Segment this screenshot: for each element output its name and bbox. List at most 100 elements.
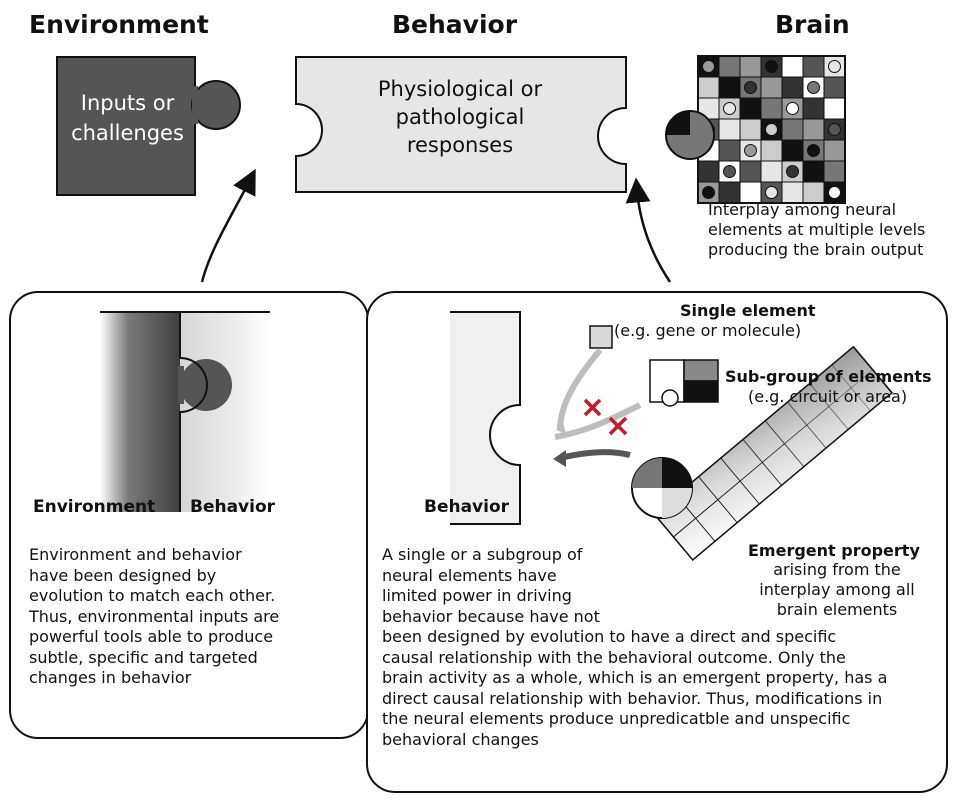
brain-grid-cell — [718, 76, 741, 99]
left-description-line: changes in behavior — [29, 668, 192, 687]
brain-grid-cell — [802, 160, 825, 183]
brain-grid-cell — [718, 118, 741, 141]
left-description-line: Thus, environmental inputs are — [29, 606, 280, 626]
brain-caption-line: producing the brain output — [708, 240, 924, 259]
emergent-grid-cell — [831, 345, 874, 389]
heading-behavior: Behavior — [392, 10, 518, 39]
red-cross-1 — [583, 398, 602, 417]
brain-grid-cell — [781, 55, 804, 78]
brain-grid-cell — [823, 97, 846, 120]
emergent-desc-line: brain elements — [776, 600, 898, 619]
brain-grid-cell — [781, 76, 804, 99]
emergent-arrow — [559, 449, 631, 461]
subgroup-example: (e.g. circuit or area) — [748, 387, 908, 406]
heading-environment: Environment — [29, 10, 209, 39]
brain-grid-cell — [739, 118, 762, 141]
environment-piece-text-line: Inputs or — [80, 91, 175, 115]
brain-grid-knob — [723, 165, 736, 178]
left-environment-label: Environment — [33, 497, 156, 517]
right-description-line: been designed by evolution to have a dir… — [382, 627, 837, 646]
brain-grid-cell — [802, 55, 825, 78]
brain-grid-knob — [828, 123, 841, 136]
environment-piece-text: Inputs or challenges — [60, 88, 195, 148]
brain-grid-cell — [802, 97, 825, 120]
brain-grid-knob — [807, 81, 820, 94]
environment-piece-text-line: challenges — [71, 121, 184, 145]
brain-grid-cell — [718, 55, 741, 78]
right-description-line: the neural elements produce unpredicatbl… — [382, 709, 851, 728]
left-description-line: evolution to match each other. — [29, 586, 276, 605]
brain-grid-knob — [786, 102, 799, 115]
right-behavior-label: Behavior — [424, 497, 510, 517]
emergent-grid-cell — [786, 382, 830, 426]
brain-grid-cell — [823, 139, 846, 162]
brain-grid-knob — [828, 60, 841, 73]
right-description-wide: been designed by evolution to have a dir… — [382, 627, 887, 750]
right-description-narrow: A single or a subgroup of neural element… — [382, 545, 600, 627]
emergent-title: Emergent property — [748, 541, 920, 560]
red-cross-2 — [608, 416, 628, 436]
single-element-piece — [589, 325, 613, 349]
brain-caption-line: elements at multiple levels — [708, 220, 926, 239]
environment-piece — [56, 56, 241, 196]
subgroup-arrow — [554, 402, 642, 440]
brain-grid-cell — [697, 76, 720, 99]
behavior-piece-text-line: responses — [406, 133, 514, 157]
single-element-title: Single element — [680, 301, 816, 320]
left-description-line: subtle, specific and targeted — [29, 647, 258, 667]
brain-grid-cell — [739, 97, 762, 120]
brain-grid-knob — [744, 144, 757, 157]
brain-caption: Interplay among neural elements at multi… — [708, 200, 925, 260]
brain-grid-knob — [765, 60, 778, 73]
single-element-arrow — [557, 348, 603, 431]
single-element-example: (e.g. gene or molecule) — [614, 321, 802, 340]
brain-grid-cell — [697, 160, 720, 183]
brain-side-knob-quarter — [666, 111, 690, 135]
right-description-line: neural elements have — [382, 565, 557, 585]
brain-grid-cell — [718, 139, 741, 162]
brain-grid-cell — [760, 160, 783, 183]
brain-grid-cell — [760, 139, 783, 162]
right-description-line: causal relationship with the behavioral … — [382, 647, 846, 667]
heading-brain: Brain — [775, 10, 850, 39]
right-description-line: brain activity as a whole, which is an e… — [382, 668, 888, 687]
emergent-circle — [631, 457, 693, 519]
right-description-line: A single or a subgroup of — [382, 545, 583, 564]
brain-grid-knob — [786, 165, 799, 178]
brain-grid-knob — [765, 186, 778, 199]
left-description-line: have been designed by — [29, 565, 217, 585]
env-behavior-fit-illustration — [100, 311, 270, 512]
brain-grid-knob — [828, 186, 841, 199]
left-description-line: Environment and behavior — [29, 545, 242, 564]
brain-grid-knob — [723, 102, 736, 115]
emergent-desc-line: interplay among all — [759, 580, 915, 599]
behavior-socket-piece — [450, 311, 521, 525]
subgroup-title: Sub-group of elements — [725, 367, 932, 386]
subgroup-piece — [649, 359, 719, 407]
emergent-grid-cell — [783, 424, 827, 468]
arrow-to-behavior — [625, 177, 672, 283]
right-description-line: behavior because have not — [382, 606, 600, 626]
emergent-grid-cell — [850, 368, 894, 412]
right-description-line: direct causal relationship with behavior… — [382, 688, 883, 708]
brain-grid-cell — [781, 118, 804, 141]
brain-grid-knob — [807, 144, 820, 157]
left-behavior-label: Behavior — [190, 497, 276, 517]
left-description: Environment and behavior have been desig… — [29, 545, 279, 689]
brain-caption-line: Interplay among neural — [708, 200, 897, 219]
emergent-grid-cell — [809, 364, 852, 408]
behavior-piece-text-line: pathological — [395, 105, 525, 129]
behavior-piece-text-line: Physiological or — [377, 77, 543, 101]
emergent-desc: arising from the interplay among all bra… — [748, 560, 926, 620]
brain-grid-cell — [739, 55, 762, 78]
brain-grid-knob — [744, 81, 757, 94]
arrow-to-environment — [200, 168, 256, 283]
right-description-line: behavioral changes — [382, 729, 539, 749]
brain-grid-cell — [823, 76, 846, 99]
brain-grid-cell — [802, 118, 825, 141]
brain-grid-knob — [765, 123, 778, 136]
brain-grid-cell — [760, 76, 783, 99]
left-description-line: powerful tools able to produce — [29, 627, 274, 646]
right-description-line: limited power in driving — [382, 586, 572, 605]
emergent-desc-line: arising from the — [773, 560, 901, 579]
